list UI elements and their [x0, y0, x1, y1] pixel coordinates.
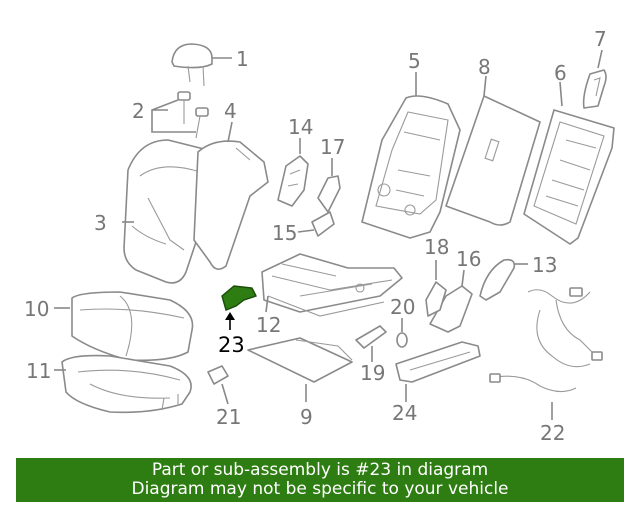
part-20-clip [396, 332, 408, 348]
callout-13: 13 [532, 253, 557, 277]
leader-21 [221, 383, 229, 405]
callout-18: 18 [424, 235, 449, 259]
leader-12 [265, 295, 269, 313]
part-11-cushion-pad [61, 354, 192, 414]
leader-7 [597, 49, 603, 69]
part-24-side-panel [395, 341, 481, 383]
callout-24: 24 [392, 401, 417, 425]
callout-3: 3 [94, 211, 107, 235]
callout-20: 20 [390, 295, 415, 319]
part-23-highlighted [221, 285, 257, 311]
callout-5: 5 [408, 49, 421, 73]
part-4-seatback-board [193, 140, 269, 270]
leader-23-arrow [225, 312, 235, 320]
callout-6: 6 [554, 61, 567, 85]
callout-2: 2 [132, 99, 145, 123]
banner-line-2: Diagram may not be specific to your vehi… [131, 479, 509, 499]
part-9-pad-sheet [247, 337, 353, 383]
leader-15 [297, 229, 315, 233]
callout-16: 16 [456, 247, 481, 271]
part-12-seat-frame [261, 253, 403, 317]
leader-4 [227, 121, 233, 143]
leader-6 [559, 81, 563, 107]
part-8-back-panel [445, 95, 541, 226]
callout-22: 22 [540, 421, 565, 445]
part-22-wire-harness [489, 287, 603, 393]
callout-11: 11 [26, 359, 51, 383]
part-10-cushion-cover [71, 291, 194, 362]
callout-14: 14 [288, 115, 313, 139]
seat-parts-diagram: 1 2 3 4 5 6 7 8 9 10 11 12 13 14 15 16 1… [24, 27, 615, 445]
callout-4: 4 [224, 99, 237, 123]
part-1-headrest [171, 43, 213, 87]
callout-12: 12 [256, 313, 281, 337]
part-5-seatback-frame [361, 95, 461, 239]
callout-10: 10 [24, 297, 49, 321]
part-17-shield-bracket [317, 175, 341, 213]
callout-19: 19 [360, 361, 385, 385]
banner-line-1: Part or sub-assembly is #23 in diagram [151, 460, 489, 480]
part-14-side-shield [277, 155, 309, 207]
callout-15: 15 [272, 221, 297, 245]
part-3-seatback-cover [123, 139, 220, 284]
part-7-latch-cover [582, 69, 607, 109]
part-6-seatback-rear-frame [523, 109, 615, 245]
part-18-recliner-cover [425, 281, 447, 317]
callout-8: 8 [478, 55, 491, 79]
part-2-headrest-guides [177, 91, 209, 139]
part-21-connector [207, 365, 229, 385]
leader-16 [461, 269, 465, 287]
callout-7: 7 [594, 27, 607, 51]
part-19-lever [355, 325, 387, 349]
part-13-trim-cover [479, 258, 516, 301]
info-banner: Part or sub-assembly is #23 in diagram D… [16, 458, 624, 502]
part-15-shield-cover [311, 211, 335, 237]
callout-9: 9 [300, 405, 313, 429]
leader-2 [151, 99, 196, 133]
leader-8 [483, 75, 487, 97]
callout-21: 21 [216, 405, 241, 429]
callout-17: 17 [320, 135, 345, 159]
callout-23: 23 [218, 333, 245, 357]
callout-1: 1 [236, 47, 249, 71]
